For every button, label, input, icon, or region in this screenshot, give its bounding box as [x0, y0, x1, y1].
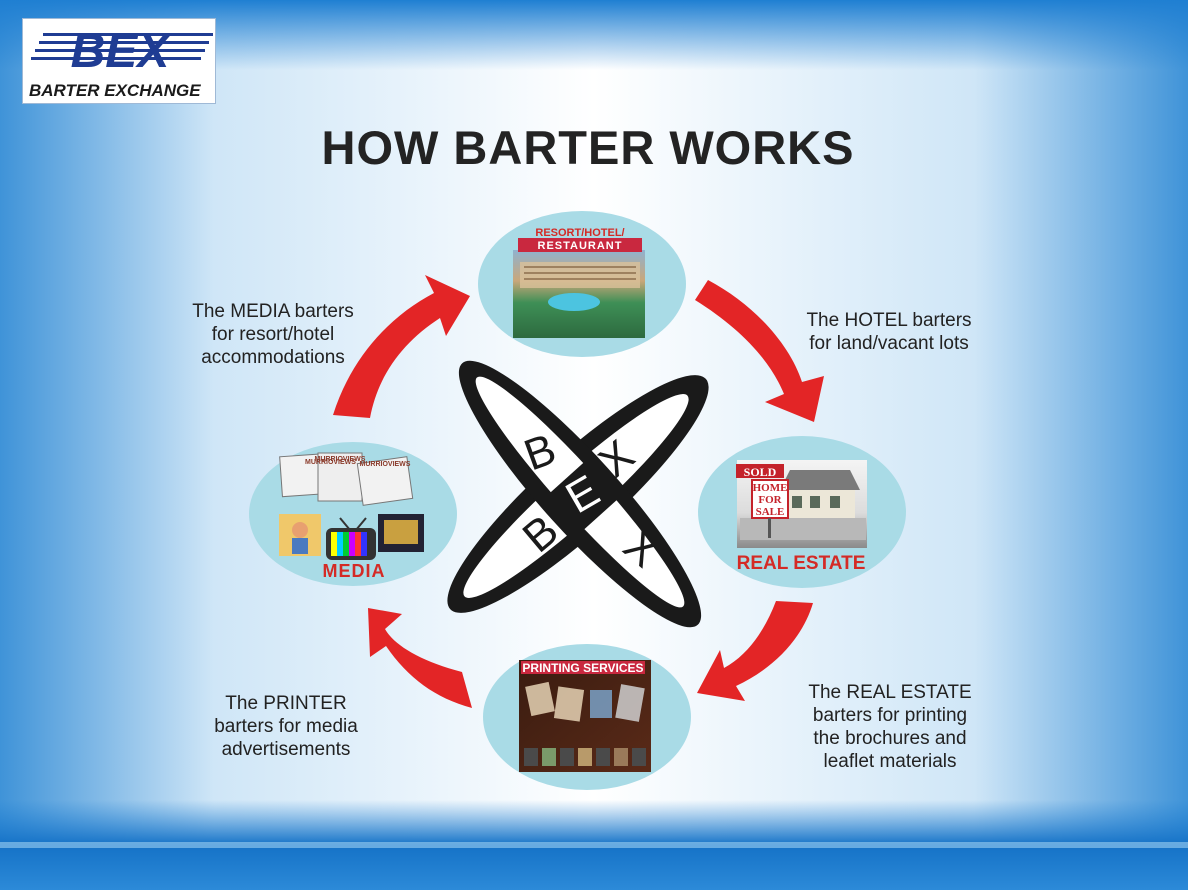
- caption-line: leaflet materials: [823, 751, 957, 772]
- caption-line: The HOTEL barters: [806, 310, 972, 331]
- sale-sign-line: FOR: [758, 494, 782, 506]
- newspapers: MURRIOVIEWS MURRIOVIEWS MURRIOVIEWS: [279, 452, 414, 506]
- node-real-estate[interactable]: SOLD HOME FOR SALE REAL ESTATE: [698, 436, 906, 588]
- newspaper-title: MURRIOVIEWS: [315, 456, 366, 463]
- caption-printer-to-media: The PRINTER barters for media advertisem…: [190, 692, 382, 761]
- bex-logo-mark: BEX: [31, 25, 213, 75]
- caption-line: The PRINTER: [225, 693, 347, 714]
- real-estate-label: REAL ESTATE: [737, 553, 866, 574]
- caption-line: for land/vacant lots: [809, 333, 969, 354]
- logo-mark-text: BEX: [71, 25, 173, 75]
- tv-icon: [326, 517, 376, 560]
- arrow-hotel-to-realestate: [695, 280, 824, 422]
- caption-line: The REAL ESTATE: [808, 682, 972, 703]
- caption-line: advertisements: [221, 739, 351, 760]
- resort-label-line2: RESTAURANT: [538, 240, 623, 252]
- resort-label-line1: RESORT/HOTEL/: [535, 227, 624, 239]
- logo-tagline: BARTER EXCHANGE: [29, 81, 201, 100]
- caption-hotel-to-land: The HOTEL barters for land/vacant lots: [786, 309, 992, 355]
- arrow-realestate-to-printing: [697, 601, 813, 701]
- bex-logo[interactable]: BEX BARTER EXCHANGE: [22, 18, 216, 104]
- center-bex-emblem: B E X B X: [447, 360, 709, 628]
- arrow-printing-to-media: [368, 608, 472, 708]
- arrow-media-to-hotel: [333, 275, 470, 418]
- node-printing-services[interactable]: PRINTING SERVICES: [483, 644, 691, 790]
- newspaper-title: MURRIOVIEWS: [305, 459, 356, 466]
- caption-realestate-to-printing: The REAL ESTATE barters for printing the…: [790, 681, 990, 773]
- caption-media-to-hotel: The MEDIA barters for resort/hotel accom…: [170, 300, 376, 369]
- node-media[interactable]: MURRIOVIEWS MURRIOVIEWS MURRIOVIEWS MEDI…: [249, 442, 457, 586]
- sale-sign-line: HOME: [753, 482, 788, 494]
- sale-sign-line: SALE: [756, 506, 785, 518]
- caption-line: accommodations: [201, 347, 345, 368]
- caption-line: the brochures and: [813, 728, 967, 749]
- caption-line: barters for media: [214, 716, 358, 737]
- caption-line: The MEDIA barters: [192, 301, 354, 322]
- media-label: MEDIA: [323, 561, 386, 581]
- caption-line: for resort/hotel: [211, 324, 335, 345]
- page-title: HOW BARTER WORKS: [321, 121, 855, 174]
- newspaper-title: MURRIOVIEWS: [360, 461, 411, 468]
- node-resort-hotel-restaurant[interactable]: RESORT/HOTEL/ RESTAURANT: [478, 211, 686, 357]
- printing-label: PRINTING SERVICES: [522, 661, 643, 675]
- sold-sign: SOLD: [744, 465, 777, 479]
- caption-line: barters for printing: [812, 705, 968, 726]
